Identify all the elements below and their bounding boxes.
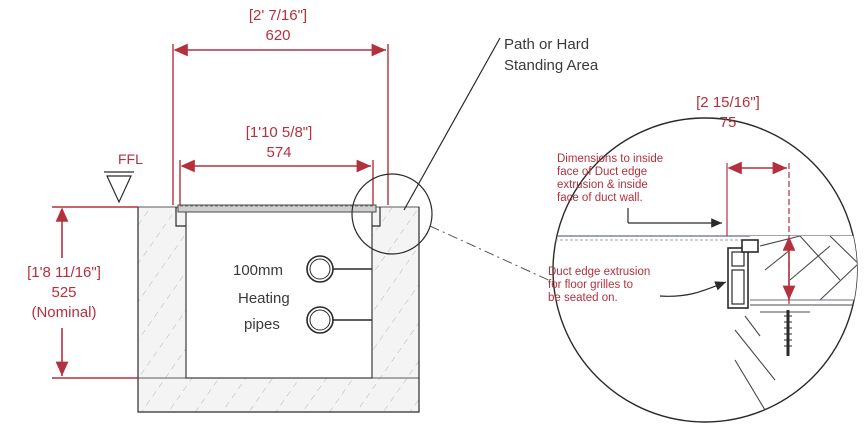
top-width-imperial: [2' 7/16"] (249, 7, 307, 24)
note-extrusion-2: for floor grilles to (548, 279, 633, 291)
note-inside-face-2: face of Duct edge (557, 166, 647, 178)
path-label-line1: Path or Hard (504, 36, 589, 53)
detail-imperial: [2 15/16"] (696, 94, 760, 111)
inner-width-metric: 574 (266, 144, 291, 161)
note-extrusion-1: Duct edge extrusion (548, 266, 650, 278)
floor-grille (175, 204, 381, 227)
note-inside-face-3: extrusion & inside (557, 179, 648, 191)
path-callout: Path or Hard Standing Area (403, 36, 599, 211)
detail-reference (351, 173, 556, 284)
dimension-top-width: [2' 7/16"] 620 (172, 7, 389, 205)
note-inside-face-4: face of duct wall. (557, 192, 643, 204)
path-label-line2: Standing Area (504, 57, 599, 74)
note-inside-face-1: Dimensions to inside (557, 153, 663, 165)
depth-imperial: [1'8 11/16"] (27, 264, 101, 281)
depth-metric: 525 (51, 284, 76, 301)
depth-note: (Nominal) (31, 304, 96, 321)
heating-pipes: 100mm Heating pipes (233, 255, 372, 334)
pipes-label-line2: Heating (238, 290, 290, 307)
inner-width-imperial: [1'10 5/8"] (246, 124, 313, 141)
ffl-label: FFL (118, 151, 143, 167)
dimension-depth: [1'8 11/16"] 525 (Nominal) (27, 206, 138, 379)
pipes-label-line3: pipes (244, 316, 280, 333)
detail-metric: 75 (720, 114, 737, 131)
top-width-metric: 620 (265, 27, 290, 44)
dimension-inner-width: [1'10 5/8"] 574 (179, 124, 374, 205)
pipes-label-line1: 100mm (233, 262, 283, 279)
detail-view: [2 15/16"] 75 Dimensions to inside face … (548, 94, 858, 423)
ffl-marker: FFL (104, 151, 143, 204)
note-extrusion-3: be seated on. (548, 292, 618, 304)
duct-walls (137, 206, 420, 413)
